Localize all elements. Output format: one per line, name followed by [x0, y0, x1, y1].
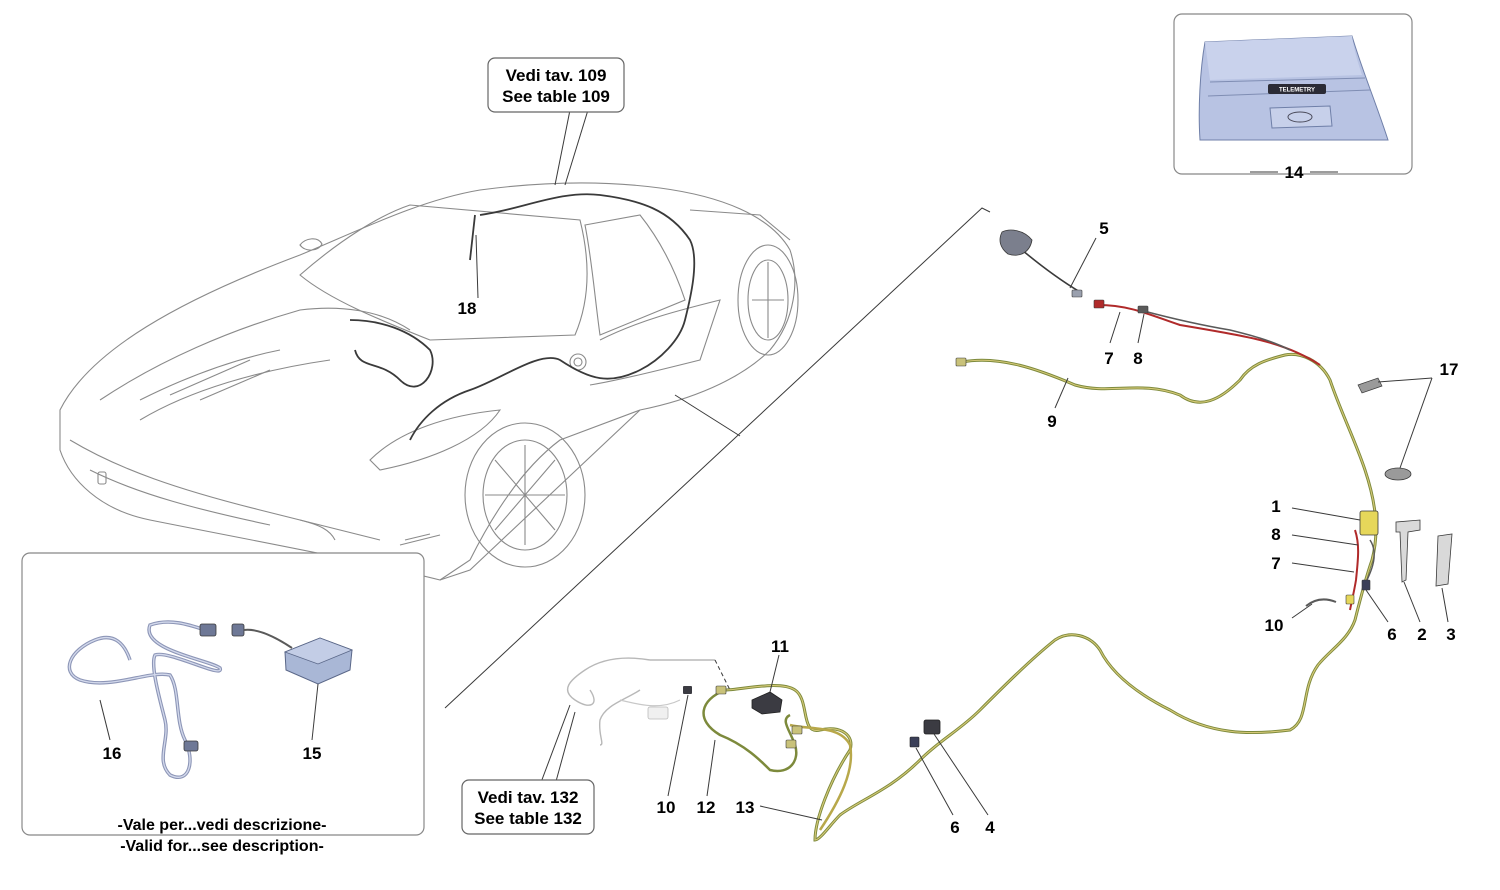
callout-3: 3 — [1446, 625, 1455, 644]
callout-11: 11 — [771, 637, 789, 656]
car-illustration — [59, 182, 799, 581]
callout-17: 17 — [1440, 360, 1459, 379]
callout-8-right: 8 — [1271, 525, 1280, 544]
callout-1: 1 — [1271, 497, 1280, 516]
reference-box-table-132[interactable]: Vedi tav. 132 See table 132 — [461, 779, 595, 835]
callout-14: 14 — [1285, 163, 1304, 182]
callout-10-right: 10 — [1265, 616, 1284, 635]
callout-2: 2 — [1417, 625, 1426, 644]
callout-5: 5 — [1099, 219, 1108, 238]
reference-109-line1: Vedi tav. 109 — [506, 66, 607, 85]
callout-16: 16 — [103, 744, 122, 763]
callout-12: 12 — [697, 798, 716, 817]
validity-note-en: -Valid for...see description- — [120, 838, 324, 855]
reference-132-line2: See table 132 — [474, 809, 582, 828]
detail-parts — [647, 229, 1453, 749]
validity-note-it: -Vale per...vedi descrizione- — [118, 817, 327, 834]
reference-109-line2: See table 109 — [502, 87, 610, 106]
callout-4: 4 — [985, 818, 995, 837]
callout-10-left: 10 — [657, 798, 676, 817]
callout-15: 15 — [303, 744, 322, 763]
reference-132-line1: Vedi tav. 132 — [478, 788, 579, 807]
callout-numbers: 18 5 7 8 9 17 1 8 7 10 6 2 3 11 10 12 13… — [458, 219, 1459, 837]
leader-lines-car — [444, 109, 991, 709]
callout-7-top: 7 — [1104, 349, 1113, 368]
callout-8-top: 8 — [1133, 349, 1142, 368]
callout-6-right: 6 — [1387, 625, 1396, 644]
reference-box-table-109[interactable]: Vedi tav. 109 See table 109 — [487, 57, 625, 113]
callout-6-lower: 6 — [950, 818, 959, 837]
callout-13: 13 — [736, 798, 755, 817]
harness-detail — [566, 249, 1378, 842]
callout-9: 9 — [1047, 412, 1056, 431]
telemetry-label-text: TELEMETRY — [1279, 88, 1315, 94]
car-harness — [349, 193, 696, 441]
leader-lines-detail — [539, 237, 1449, 821]
inset-box-gps-antenna: 16 15 — [21, 552, 425, 836]
callout-18: 18 — [458, 299, 477, 318]
callout-7-right: 7 — [1271, 554, 1280, 573]
inset-box-part-14: TELEMETRY 14 — [1173, 13, 1413, 182]
